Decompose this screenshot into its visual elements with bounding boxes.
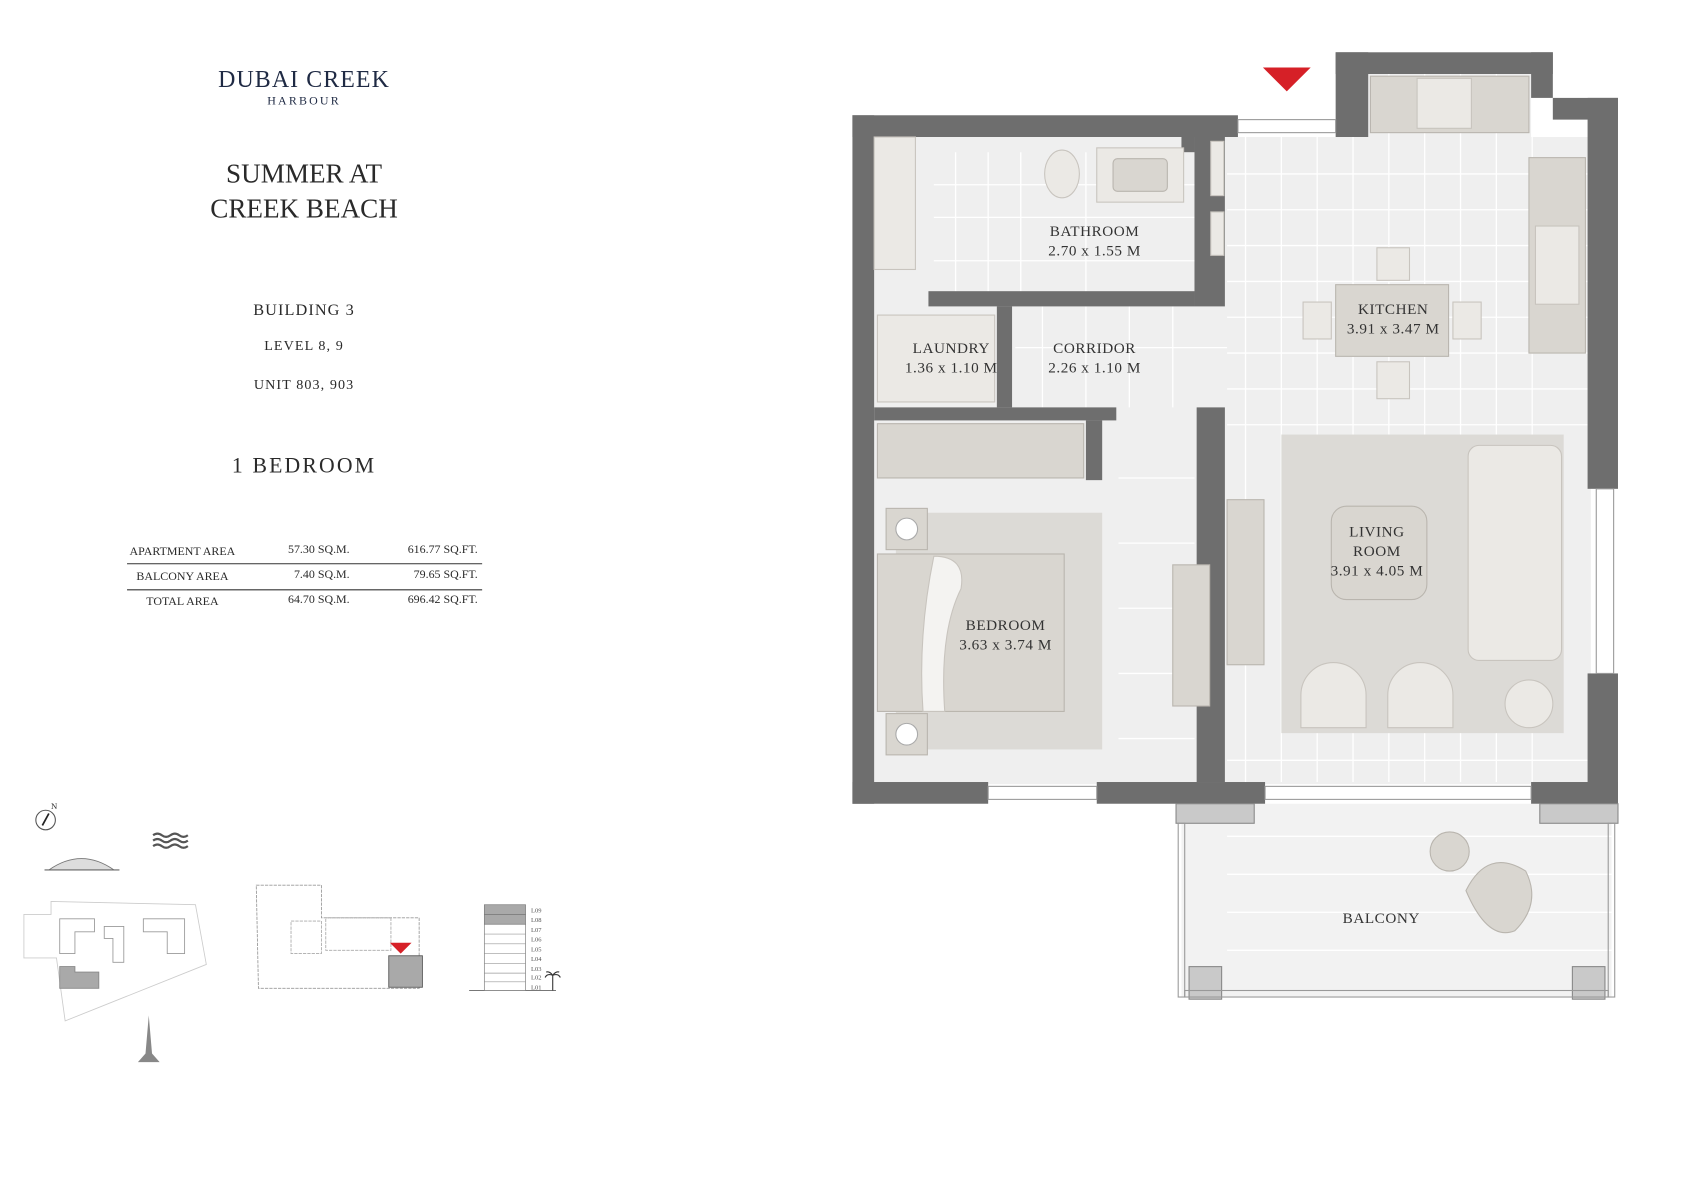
room-dim-kitchen: 3.91 x 3.47 M <box>1347 321 1440 338</box>
room-name-corridor: CORRIDOR <box>1053 340 1136 357</box>
bed-sheet <box>921 555 963 712</box>
washer <box>876 314 996 403</box>
area-table: APARTMENT AREA 57.30 SQ.M. 616.77 SQ.FT.… <box>127 542 483 608</box>
area-sqm: 64.70 SQ.M. <box>288 592 350 606</box>
room-name-laundry: LAUNDRY <box>913 340 990 357</box>
project-title-line1: SUMMER AT <box>226 159 382 189</box>
balcony-floor <box>1181 803 1612 998</box>
site-plan <box>23 901 207 1022</box>
armchair <box>1300 662 1367 729</box>
closet <box>873 136 916 271</box>
cooktop <box>1416 77 1472 129</box>
room-dim-bathroom: 2.70 x 1.55 M <box>1048 242 1141 259</box>
room-name-living: LIVING <box>1349 524 1405 541</box>
area-sqft: 79.65 SQ.FT. <box>414 567 478 581</box>
level-label: L08 <box>531 917 541 924</box>
palm-tree-icon <box>544 971 561 991</box>
level-label: LEVEL 8, 9 <box>264 338 344 354</box>
side-table <box>1504 679 1554 729</box>
room-name-balcony: BALCONY <box>1343 910 1420 927</box>
kitchen-sink <box>1534 225 1580 305</box>
dining-table <box>1335 284 1450 357</box>
unit-label: UNIT 803, 903 <box>254 377 354 393</box>
tv-console <box>1226 499 1265 666</box>
walls <box>852 52 1618 804</box>
level-label: L06 <box>531 937 542 944</box>
water-waves-icon <box>152 832 189 849</box>
room-name-kitchen: KITCHEN <box>1358 301 1428 318</box>
coffee-table <box>1330 505 1428 601</box>
balcony-chair <box>1465 862 1533 934</box>
room-dim-living: 3.91 x 4.05 M <box>1331 563 1424 580</box>
area-sqm: 57.30 SQ.M. <box>288 542 350 556</box>
level-label: L09 <box>531 907 541 914</box>
project-title-line2: CREEK BEACH <box>210 193 398 223</box>
area-label: APARTMENT AREA <box>130 544 236 558</box>
compass-icon: N <box>35 801 58 831</box>
level-stack: L09 L08 L07 L06 L05 L04 L03 L02 L01 <box>469 904 561 991</box>
room-name-bedroom: BEDROOM <box>966 617 1046 634</box>
bed <box>876 553 1065 712</box>
bedroom-desk <box>1172 564 1211 707</box>
armchair <box>1387 662 1454 729</box>
area-label: TOTAL AREA <box>146 594 219 608</box>
tower-icon <box>137 1015 160 1063</box>
room-name-bathroom: BATHROOM <box>1050 223 1140 240</box>
room-dim-laundry: 1.36 x 1.10 M <box>905 360 998 377</box>
level-label: L04 <box>531 956 542 963</box>
room-dim-corridor: 2.26 x 1.10 M <box>1048 360 1141 377</box>
level-label: L07 <box>531 927 542 934</box>
building-key-plan <box>255 884 423 989</box>
toilet <box>1044 149 1080 199</box>
level-label: L02 <box>531 975 541 982</box>
level-label: L03 <box>531 966 541 973</box>
bridge-icon <box>44 858 120 871</box>
unit-floor-plan <box>852 52 1619 1000</box>
wardrobe <box>876 423 1085 479</box>
windows <box>987 119 1615 800</box>
building-label: BUILDING 3 <box>253 300 355 319</box>
room-name-living-2: ROOM <box>1353 543 1401 560</box>
area-sqft: 696.42 SQ.FT. <box>408 592 478 606</box>
level-label: L01 <box>531 984 541 991</box>
area-sqm: 7.40 SQ.M. <box>294 567 350 581</box>
entrance-marker-icon <box>1262 67 1311 92</box>
level-bar-L09 <box>483 904 526 915</box>
entrance-marker-icon <box>389 942 412 954</box>
north-label: N <box>51 801 58 811</box>
room-dim-bedroom: 3.63 x 3.74 M <box>959 637 1052 654</box>
sofa <box>1467 444 1563 661</box>
sink <box>1112 158 1168 192</box>
level-bar-L08 <box>483 914 526 925</box>
balcony-side-table <box>1429 831 1470 872</box>
balcony <box>1175 803 1619 1000</box>
brand-name: DUBAI CREEK <box>218 67 390 93</box>
brand-subtitle: HARBOUR <box>267 93 341 107</box>
unit-type: 1 BEDROOM <box>232 454 376 478</box>
level-label: L05 <box>531 946 541 953</box>
area-label: BALCONY AREA <box>136 569 228 583</box>
area-sqft: 616.77 SQ.FT. <box>408 542 478 556</box>
